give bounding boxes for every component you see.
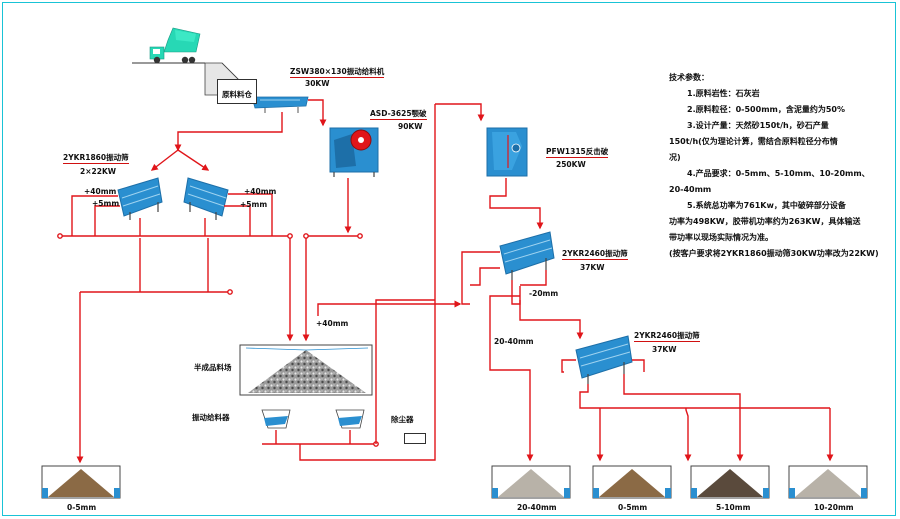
size-label-plus40-c: +40mm — [316, 319, 349, 328]
product-pile-3 — [592, 465, 672, 499]
dust-collector-box — [404, 433, 426, 444]
stockpile-label: 半成品料场 — [194, 363, 232, 372]
screen-low-icon — [575, 335, 633, 384]
screen-low-name: 2YKR2460振动筛 — [634, 331, 700, 342]
product-label: 20-40mm — [517, 503, 557, 512]
raw-bin-label-box: 原料料仓 — [217, 79, 257, 104]
tech-params-line: 功率为498KW，胶带机功率约为263KW，具体输送 — [669, 217, 861, 226]
tech-params-title: 技术参数： — [669, 73, 709, 82]
jaw-crusher-power: 90KW — [398, 122, 423, 131]
product-label: 10-20mm — [814, 503, 854, 512]
feeder-name: ZSW380×130振动给料机 — [290, 67, 385, 78]
tech-params: 技术参数： 1.原料岩性：石灰岩 2.原料粒径：0-500mm，含泥量约为50% 3… — [669, 70, 897, 262]
stockpile-icon — [239, 344, 373, 396]
screen-left-a-icon — [117, 177, 163, 220]
product-pile-4 — [690, 465, 770, 499]
size-label-plus5-b: +5mm — [240, 200, 268, 209]
screen-left-b-icon — [183, 177, 229, 220]
screen-left-power: 2×22KW — [80, 167, 117, 176]
size-label-20-40: 20-40mm — [494, 337, 534, 346]
vibro-feeder-label: 振动给料器 — [192, 413, 230, 422]
size-label-plus5-a: +5mm — [92, 199, 120, 208]
tech-params-line: 2.原料粒径：0-500mm，含泥量约为50% — [687, 105, 846, 114]
screen-low-power: 37KW — [652, 345, 677, 354]
tech-params-line: 4.产品要求：0-5mm、5-10mm、10-20mm、 — [687, 169, 870, 178]
vibro-feeder-a-icon — [261, 409, 291, 429]
product-piles — [41, 465, 868, 499]
impact-crusher-icon — [486, 127, 528, 177]
dump-truck-icon — [149, 27, 201, 64]
product-label: 0-5mm — [67, 503, 97, 512]
vibro-feeder-b-icon — [335, 409, 365, 429]
feeder-icon — [251, 96, 309, 113]
screen-mid-name: 2YKR2460振动筛 — [562, 249, 628, 260]
impact-crusher-name: PFW1315反击破 — [546, 147, 609, 158]
tech-params-line: 况) — [669, 153, 681, 162]
tech-params-line: 150t/h(仅为理论计算，需结合原料粒径分布情 — [669, 137, 838, 146]
jaw-crusher-icon — [329, 127, 379, 177]
product-pile-2 — [491, 465, 571, 499]
screen-mid-icon — [499, 231, 555, 280]
tech-params-line: (按客户要求将2YKR1860振动筛30KW功率改为22KW) — [669, 249, 879, 258]
size-label-plus40-a: +40mm — [84, 187, 117, 196]
raw-bin-label: 原料料仓 — [222, 90, 252, 99]
tech-params-line: 20-40mm — [669, 185, 712, 194]
tech-params-line: 3.设计产量：天然砂150t/h，砂石产量 — [687, 121, 829, 130]
product-pile-5 — [788, 465, 868, 499]
size-label-plus40-b: +40mm — [244, 187, 277, 196]
dust-label: 除尘器 — [391, 415, 414, 424]
tech-params-line: 1.原料岩性：石灰岩 — [687, 89, 760, 98]
size-label-minus20: -20mm — [529, 289, 559, 298]
product-pile-1 — [41, 465, 121, 499]
tech-params-line: 带功率以现场实际情况为准。 — [669, 233, 773, 242]
tech-params-line: 5.系统总功率为761Kw，其中破碎部分设备 — [687, 201, 846, 210]
product-label: 5-10mm — [716, 503, 751, 512]
screen-left-name: 2YKR1860振动筛 — [63, 153, 129, 164]
product-label: 0-5mm — [618, 503, 648, 512]
screen-mid-power: 37KW — [580, 263, 605, 272]
jaw-crusher-name: ASD-3625颚破 — [370, 109, 427, 120]
tech-params-lines: 1.原料岩性：石灰岩 2.原料粒径：0-500mm，含泥量约为50% 3.设计产量：… — [669, 86, 897, 262]
impact-crusher-power: 250KW — [556, 160, 586, 169]
feeder-power: 30KW — [305, 79, 330, 88]
